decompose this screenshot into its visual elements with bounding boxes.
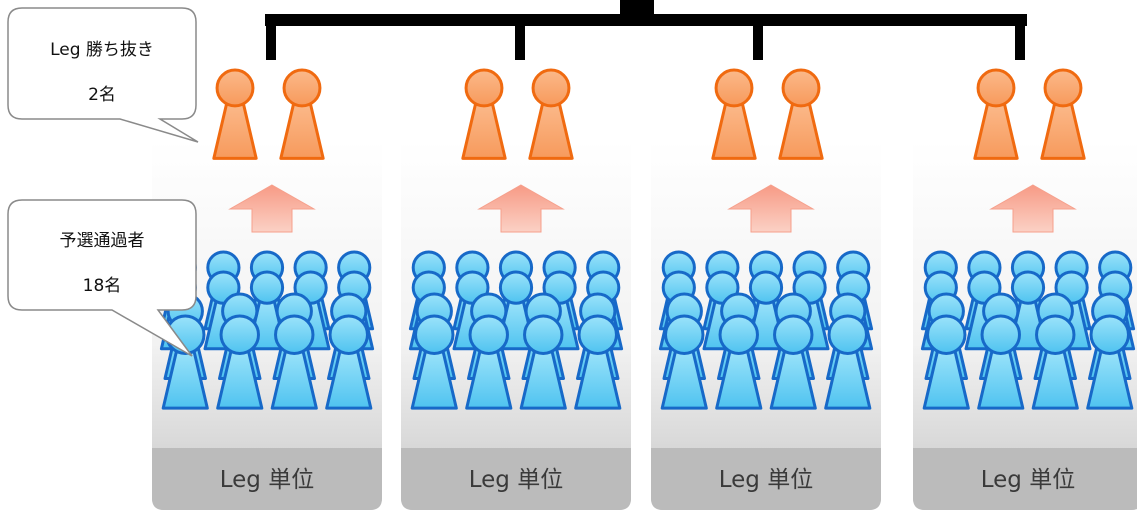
qualifier-person — [922, 314, 970, 410]
leg-panels: Leg 単位 Leg 単位 Leg 単位 Leg 単位 — [152, 68, 1137, 510]
winner-person — [778, 68, 824, 160]
winners-group — [973, 68, 1086, 160]
qualifier-person — [1031, 314, 1079, 410]
winner-person — [528, 68, 574, 160]
bracket-stem — [266, 14, 276, 60]
winners-group — [711, 68, 824, 160]
winner-person — [973, 68, 1019, 160]
advance-arrow — [228, 184, 316, 233]
qualifier-person — [824, 314, 872, 410]
winners-callout-line1: Leg 勝ち抜き — [50, 40, 154, 60]
bracket-stem — [753, 14, 763, 60]
bracket-stem — [515, 14, 525, 60]
winner-person — [1040, 68, 1086, 160]
leg-panel: Leg 単位 — [913, 68, 1137, 510]
leg-panel-footer — [152, 448, 382, 510]
winners-callout-line2: 2名 — [88, 85, 116, 105]
qualifier-person — [465, 314, 513, 410]
winner-person — [279, 68, 325, 160]
advance-arrow — [989, 184, 1077, 233]
qualifier-person — [1086, 314, 1134, 410]
qualifiers-crowd — [159, 250, 375, 410]
qualifiers-callout-line2: 18名 — [83, 276, 122, 296]
leg-panel-footer — [651, 448, 881, 510]
qualifier-person — [660, 314, 708, 410]
winner-person — [212, 68, 258, 160]
qualifiers-crowd — [920, 250, 1136, 410]
qualifier-person — [410, 314, 458, 410]
leg-panel: Leg 単位 — [401, 68, 631, 510]
leg-panel-label: Leg 単位 — [469, 467, 563, 493]
winner-person — [711, 68, 757, 160]
winners-callout: Leg 勝ち抜き 2名 — [7, 7, 199, 143]
leg-panel-label: Leg 単位 — [981, 467, 1075, 493]
qualifier-person — [270, 314, 318, 410]
leg-panel: Leg 単位 — [651, 68, 881, 510]
winners-group — [461, 68, 574, 160]
leg-panel-footer — [401, 448, 631, 510]
qualifiers-crowd — [408, 250, 624, 410]
leg-panel: Leg 単位 — [152, 68, 382, 510]
bracket — [265, 0, 1027, 60]
qualifier-person — [977, 314, 1025, 410]
qualifiers-crowd — [658, 250, 874, 410]
qualifier-person — [216, 314, 264, 410]
qualifier-person — [574, 314, 622, 410]
bracket-bar — [265, 14, 1027, 26]
winners-group — [212, 68, 325, 160]
advance-arrow — [477, 184, 565, 233]
qualifier-person — [519, 314, 567, 410]
bracket-stem — [1015, 14, 1025, 60]
leg-panel-label: Leg 単位 — [220, 467, 314, 493]
leg-panel-label: Leg 単位 — [719, 467, 813, 493]
qualifier-person — [325, 314, 373, 410]
winner-person — [461, 68, 507, 160]
qualifiers-callout-line1: 予選通過者 — [60, 231, 145, 251]
leg-panel-footer — [913, 448, 1137, 510]
qualifier-person — [769, 314, 817, 410]
advance-arrow — [727, 184, 815, 233]
qualifier-person — [715, 314, 763, 410]
qualifiers-callout: 予選通過者 18名 — [7, 199, 197, 357]
